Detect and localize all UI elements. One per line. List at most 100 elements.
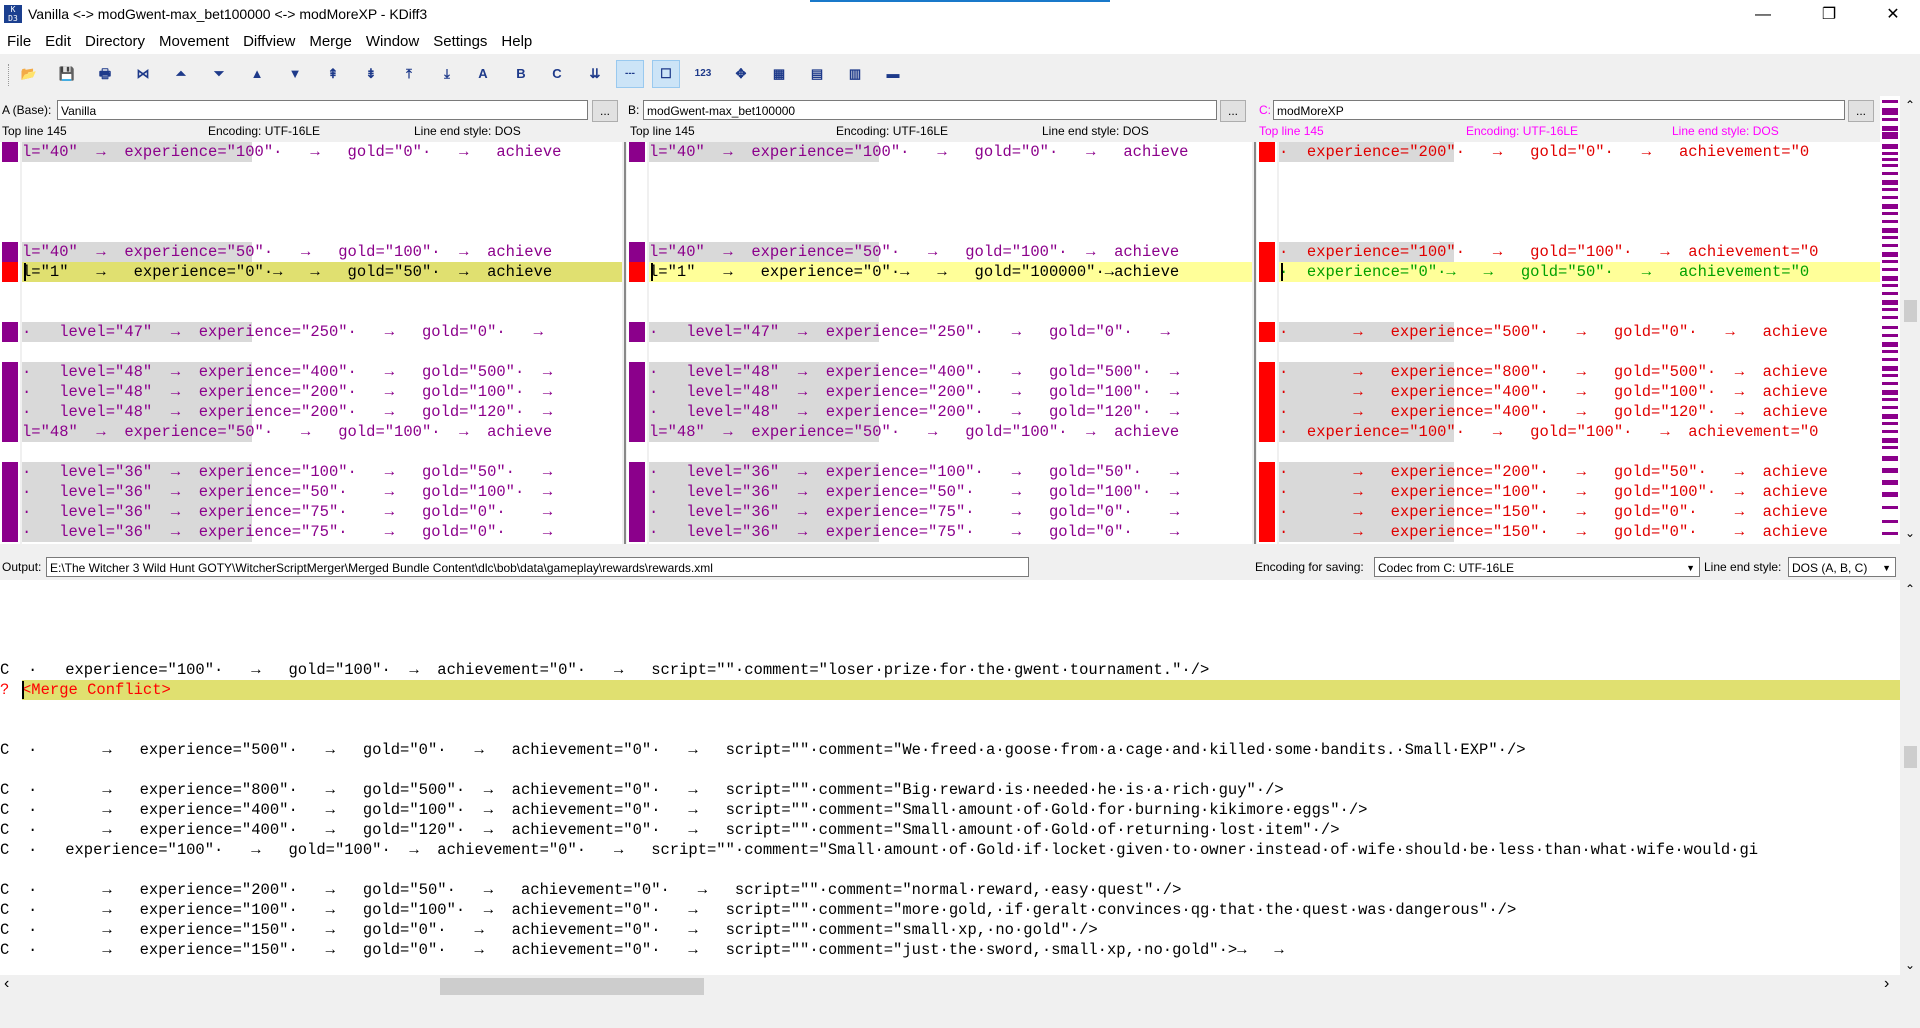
open-icon[interactable]: 📂 [20,66,38,81]
change-marker [1259,382,1275,402]
save-icon[interactable]: 💾 [58,66,76,81]
overview-stripe [1882,390,1898,395]
merge-output-pane[interactable]: C· experience="100"· → gold="100"· → ach… [0,580,1900,975]
overview-stripe [1882,300,1898,305]
menu-settings[interactable]: Settings [433,33,488,50]
overview-stripe [1882,326,1898,329]
next-conflict-icon[interactable]: ⇟ [365,66,377,81]
close-button[interactable]: ✕ [1886,6,1900,23]
scroll-up-icon[interactable]: ⌃ [1905,582,1916,596]
menu-diffview[interactable]: Diffview [243,33,296,50]
diff-line: · experience="100"· → gold="100"· → achi… [1279,242,1880,262]
menu-file[interactable]: File [7,33,32,50]
overview-stripe [1882,422,1898,425]
menu-merge[interactable]: Merge [309,33,352,50]
menu-help[interactable]: Help [501,33,533,50]
menu-window[interactable]: Window [365,33,420,50]
overview-stripe [1882,180,1898,185]
maximize-button[interactable]: ❐ [1821,6,1837,23]
overview-icon[interactable]: ✥ [735,66,747,81]
go-bottom-icon[interactable]: ⏷ [213,66,225,81]
pane-a-path-input[interactable]: Vanilla [57,100,588,120]
pane-b-line-end: Line end style: DOS [1042,124,1149,138]
pane-c-encoding: Encoding: UTF-16LE [1466,124,1579,138]
pane-b-path-input[interactable]: modGwent-max_bet100000 [643,100,1217,120]
overview-stripe [1882,112,1898,115]
text-cursor [1281,263,1283,281]
change-marker [2,502,18,522]
diff-line: l="40" → experience="100"· → gold="0"· →… [649,142,1252,162]
pane-a-change-bar [0,142,20,544]
window-title: Vanilla <-> modGwent-max_bet100000 <-> m… [28,6,428,22]
change-marker [629,262,645,282]
pane-c-text[interactable]: · experience="200"· → gold="0"· → achiev… [1279,142,1880,544]
change-marker [2,242,18,262]
scroll-down-icon[interactable]: ⌄ [1905,526,1916,540]
encoding-for-saving-label: Encoding for saving: [1255,560,1364,574]
pane-a-text[interactable]: l="40" → experience="100"· → gold="0"· →… [22,142,622,544]
scroll-down-icon[interactable]: ⌄ [1905,958,1916,972]
window-split-icon[interactable]: ▦ [772,66,786,81]
diff-overview-bar[interactable] [1880,96,1900,544]
print-icon[interactable]: 🖶 [98,66,112,81]
pane-b-browse-button[interactable]: ... [1220,100,1246,122]
menu-movement[interactable]: Movement [159,33,230,50]
window-split-2-icon[interactable]: ▤ [810,66,824,81]
toolbar: 📂 💾 🖶 ⋈ ⏶ ⏷ ▲ ▼ ⇞ ⇟ ⤒ ⤓ A B C ⇊ --- ☐ 123 ✥ ▦ ▤ ▥ ▬ [0,56,1920,90]
auto-advance-icon[interactable]: ⇊ [589,66,601,81]
line-numbers-icon[interactable]: 123 [694,68,712,79]
diff-line: · level="36" → experience="75"· → gold="… [649,502,1252,522]
menu-edit[interactable]: Edit [45,33,72,50]
scroll-thumb[interactable] [1904,746,1917,768]
diff-line: · experience="200"· → gold="0"· → achiev… [1279,142,1880,162]
pane-c-path-input[interactable]: modMoreXP [1273,100,1845,120]
scroll-up-icon[interactable]: ⌃ [1905,98,1916,112]
diff-line: · → experience="400"· → gold="100"· → ac… [1279,382,1880,402]
prev-delta-icon[interactable]: ▲ [250,66,264,81]
line-end-select-value: DOS (A, B, C) [1792,561,1868,575]
show-whitespace-icon[interactable]: --- [616,60,644,88]
diff-line: · level="36" → experience="100"· → gold=… [22,462,622,482]
pane-a-line-end: Line end style: DOS [414,124,521,138]
horizontal-scroll-thumb[interactable] [440,978,704,996]
select-a-icon[interactable]: A [478,66,488,81]
minimize-button[interactable]: — [1755,6,1771,23]
chevron-down-icon: ▼ [1882,563,1891,573]
menu-directory[interactable]: Directory [85,33,146,50]
merge-horizontal-scrollbar[interactable]: ‹ › [0,975,1900,995]
window-split-3-icon[interactable]: ▥ [848,66,862,81]
pane-b-text[interactable]: l="40" → experience="100"· → gold="0"· →… [649,142,1252,544]
toggle-icon[interactable]: ▬ [886,66,900,81]
merge-conflict-line[interactable]: <Merge Conflict> [22,680,1900,700]
scroll-left-icon[interactable]: ‹ [4,975,10,992]
prev-conflict-icon[interactable]: ⇞ [327,66,339,81]
next-unsolved-icon[interactable]: ⤓ [444,66,450,81]
scroll-right-icon[interactable]: › [1884,975,1890,992]
show-whitespace-chars-icon[interactable]: ☐ [652,60,680,88]
change-marker [1259,142,1275,162]
change-marker [2,362,18,382]
merge-vertical-scrollbar[interactable]: ⌃ ⌄ [1901,580,1920,975]
next-delta-icon[interactable]: ▼ [288,66,302,81]
diff-vertical-scrollbar[interactable]: ⌃ ⌄ [1901,96,1920,544]
select-c-icon[interactable]: C [552,66,562,81]
overview-stripe [1882,374,1898,377]
scroll-thumb[interactable] [1904,300,1917,322]
pane-a-browse-button[interactable]: ... [592,100,618,122]
output-path-input[interactable]: E:\The Witcher 3 Wild Hunt GOTY\WitcherS… [46,557,1029,577]
pane-a-top-line: Top line 145 [2,124,67,138]
overview-stripe [1882,358,1898,361]
select-b-icon[interactable]: B [516,66,526,81]
go-top-icon[interactable]: ⏶ [175,66,187,81]
prev-unsolved-icon[interactable]: ⤒ [406,66,412,81]
output-row: Output: E:\The Witcher 3 Wild Hunt GOTY\… [0,555,1920,579]
overview-stripe [1882,132,1898,137]
go-current-icon[interactable]: ⋈ [136,66,150,81]
pane-c-label: C: [1259,103,1271,117]
pane-c-browse-button[interactable]: ... [1848,100,1874,122]
pane-a-encoding: Encoding: UTF-16LE [208,124,321,138]
encoding-select[interactable]: Codec from C: UTF-16LE ▼ [1374,557,1700,577]
diff-line: l="40" → experience="50"· → gold="100"· … [649,242,1252,262]
line-end-select[interactable]: DOS (A, B, C) ▼ [1788,557,1896,577]
